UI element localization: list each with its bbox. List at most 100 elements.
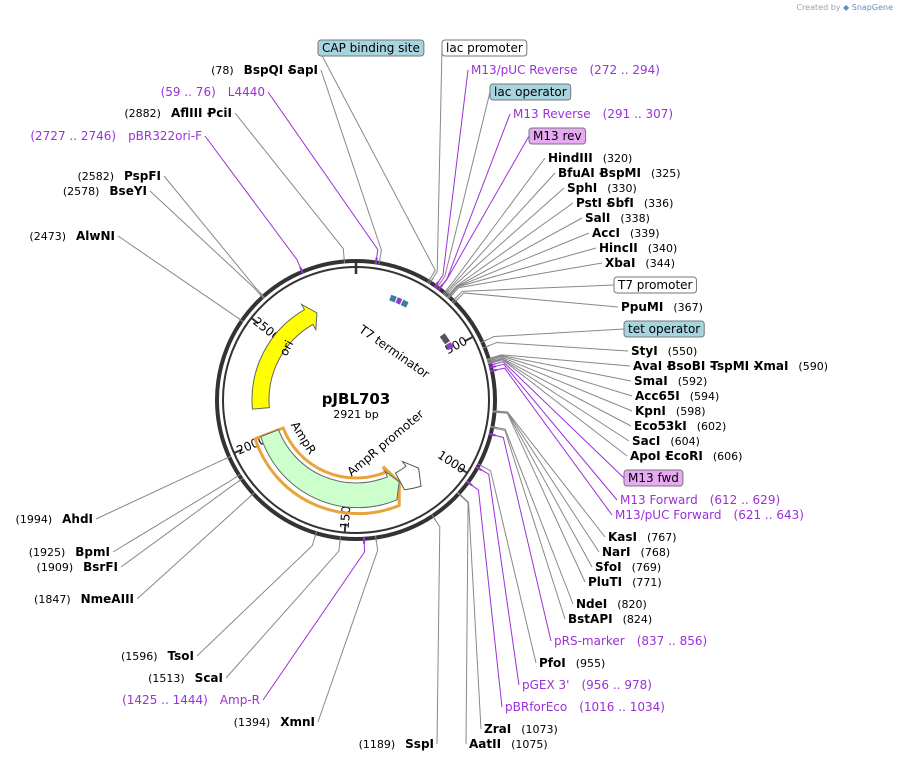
site-position: (771) [632, 576, 662, 589]
label-nmeaiii[interactable]: (1847)NmeAIII [34, 592, 134, 606]
label-bspqi[interactable]: (78)BspQI - SapI [211, 63, 318, 77]
label-scai[interactable]: (1513)ScaI [148, 671, 223, 685]
label-amp-r[interactable]: (1425 .. 1444)Amp-R [122, 693, 260, 707]
label-bseyi[interactable]: (2578)BseYI [63, 184, 147, 198]
label-acc65i[interactable]: Acc65I(594) [635, 389, 719, 403]
site-tick-alwni [237, 317, 244, 323]
label-pfoi[interactable]: PfoI(955) [539, 656, 605, 670]
label-hincii[interactable]: HincII(340) [599, 241, 677, 255]
site-position: (1513) [148, 672, 185, 685]
site-tick-bpmi [234, 473, 242, 479]
label-lac-operator[interactable]: lac operator [489, 83, 572, 101]
label-sspi[interactable]: (1189)SspI [359, 737, 434, 751]
label-m13-puc-reverse[interactable]: M13/pUC Reverse(272 .. 294) [471, 63, 660, 77]
label-bfuai[interactable]: BfuAI - BspMI(325) [558, 166, 681, 180]
label-xmni[interactable]: (1394)XmnI [234, 715, 315, 729]
primer-name: M13/pUC Forward [615, 508, 722, 522]
label-bpmi[interactable]: (1925)BpmI [29, 545, 110, 559]
label-saci[interactable]: SacI(604) [632, 434, 700, 448]
tick-mark-1500 [343, 523, 347, 533]
label-xbai[interactable]: XbaI(344) [605, 256, 675, 270]
site-tick-tet-operator [480, 339, 488, 344]
label-pbrforeco[interactable]: pBRforEco(1016 .. 1034) [505, 700, 665, 714]
enzyme-acci: AccI [592, 226, 620, 240]
site-tick-hincii [447, 292, 453, 299]
label-eco53ki[interactable]: Eco53kI(602) [634, 419, 726, 433]
label-pluti[interactable]: PluTI(771) [588, 575, 662, 589]
label-styi[interactable]: StyI(550) [631, 344, 697, 358]
enzyme-ppumi: PpuMI [621, 300, 663, 314]
site-tick-t7-promoter [451, 296, 458, 303]
label-psti[interactable]: PstI - SbfI(336) [576, 196, 673, 210]
ampr-feature-arrow[interactable] [260, 429, 400, 509]
label-t7-promoter[interactable]: T7 promoter [613, 276, 697, 294]
t7-terminator-label: T7 terminator [356, 322, 433, 381]
label-alwni[interactable]: (2473)AlwNI [29, 229, 115, 243]
label-m13-forward[interactable]: M13 Forward(612 .. 629) [620, 493, 780, 507]
leader-t7-promoter [453, 284, 615, 301]
ampr-promoter-arrow[interactable] [394, 460, 422, 491]
site-position: (1073) [521, 723, 558, 736]
label-sfoi[interactable]: SfoI(769) [595, 560, 661, 574]
label-sphi[interactable]: SphI(330) [567, 181, 637, 195]
primer-name: Amp-R [220, 693, 260, 707]
label-nari[interactable]: NarI(768) [602, 545, 670, 559]
label-tsoi[interactable]: (1596)TsoI [121, 649, 194, 663]
label-pgex-3[interactable]: pGEX 3'(956 .. 978) [522, 678, 652, 692]
leader-xmni [317, 538, 379, 723]
label-afliii[interactable]: (2882)AflIII - PciI [124, 106, 232, 120]
label-ahdi[interactable]: (1994)AhdI [16, 512, 93, 526]
tick-mark-2500 [250, 317, 260, 325]
label-zrai[interactable]: ZraI(1073) [484, 722, 558, 736]
label-tet-operator[interactable]: tet operator [623, 320, 705, 338]
label-m13-rev[interactable]: M13 rev [528, 127, 587, 145]
site-tick-ppumi [452, 298, 459, 304]
label-l4440[interactable]: (59 .. 76)L4440 [161, 85, 265, 99]
site-position: (1994) [16, 513, 53, 526]
enzyme-nari: NarI [602, 545, 631, 559]
label-aatii[interactable]: AatII(1075) [469, 737, 548, 751]
label-smai[interactable]: SmaI(592) [634, 374, 707, 388]
label-lac-promoter[interactable]: lac promoter [441, 39, 528, 57]
ori-feature-arrow[interactable] [251, 303, 318, 410]
site-position: (2582) [77, 170, 114, 183]
label-m13-reverse[interactable]: M13 Reverse(291 .. 307) [513, 107, 673, 121]
enzyme-aatii: AatII [469, 737, 501, 751]
site-position: (767) [647, 531, 677, 544]
site-tick-pluti [492, 411, 500, 414]
label-kpni[interactable]: KpnI(598) [635, 404, 706, 418]
label-avai[interactable]: AvaI - BsoBI - TspMI - XmaI(590) [633, 359, 828, 373]
label-m13-fwd[interactable]: M13 fwd [623, 469, 684, 487]
label-acci[interactable]: AccI(339) [592, 226, 660, 240]
label-bsrfi[interactable]: (1909)BsrFI [37, 560, 118, 574]
label-box [317, 39, 425, 57]
leader-pbrforeco [468, 482, 503, 708]
site-position: (592) [678, 375, 708, 388]
label-sali[interactable]: SalI(338) [585, 211, 650, 225]
site-markers [224, 256, 500, 544]
enzyme-sphi: SphI [567, 181, 597, 195]
leader-ndei [493, 426, 574, 605]
site-tick-sphi [444, 290, 451, 297]
leader-zrai [459, 493, 482, 730]
tet-operator-marker [445, 342, 454, 351]
site-tick-scai [339, 536, 342, 544]
site-position: (2882) [124, 107, 161, 120]
label-hindiii[interactable]: HindIII(320) [548, 151, 632, 165]
enzyme-styi: StyI [631, 344, 658, 358]
label-prs-marker[interactable]: pRS-marker(837 .. 856) [554, 634, 707, 648]
leader-tet-operator [483, 328, 625, 342]
site-tick-aatii [456, 492, 463, 498]
primer-name: M13/pUC Reverse [471, 63, 578, 77]
label-pspfi[interactable]: (2582)PspFI [77, 169, 161, 183]
label-kasi[interactable]: KasI(767) [608, 530, 677, 544]
label-ndei[interactable]: NdeI(820) [576, 597, 647, 611]
label-m13-puc-forward[interactable]: M13/pUC Forward(621 .. 643) [615, 508, 804, 522]
label-bstapi[interactable]: BstAPI(824) [568, 612, 652, 626]
label-cap-binding-site[interactable]: CAP binding site [317, 39, 425, 57]
site-tick-sspi [431, 514, 436, 521]
label-apoi[interactable]: ApoI - EcoRI(606) [630, 449, 742, 463]
enzyme-apoi: ApoI [630, 449, 661, 463]
label-ppumi[interactable]: PpuMI(367) [621, 300, 703, 314]
label-pbr322ori-f[interactable]: (2727 .. 2746)pBR322ori-F [30, 129, 202, 143]
